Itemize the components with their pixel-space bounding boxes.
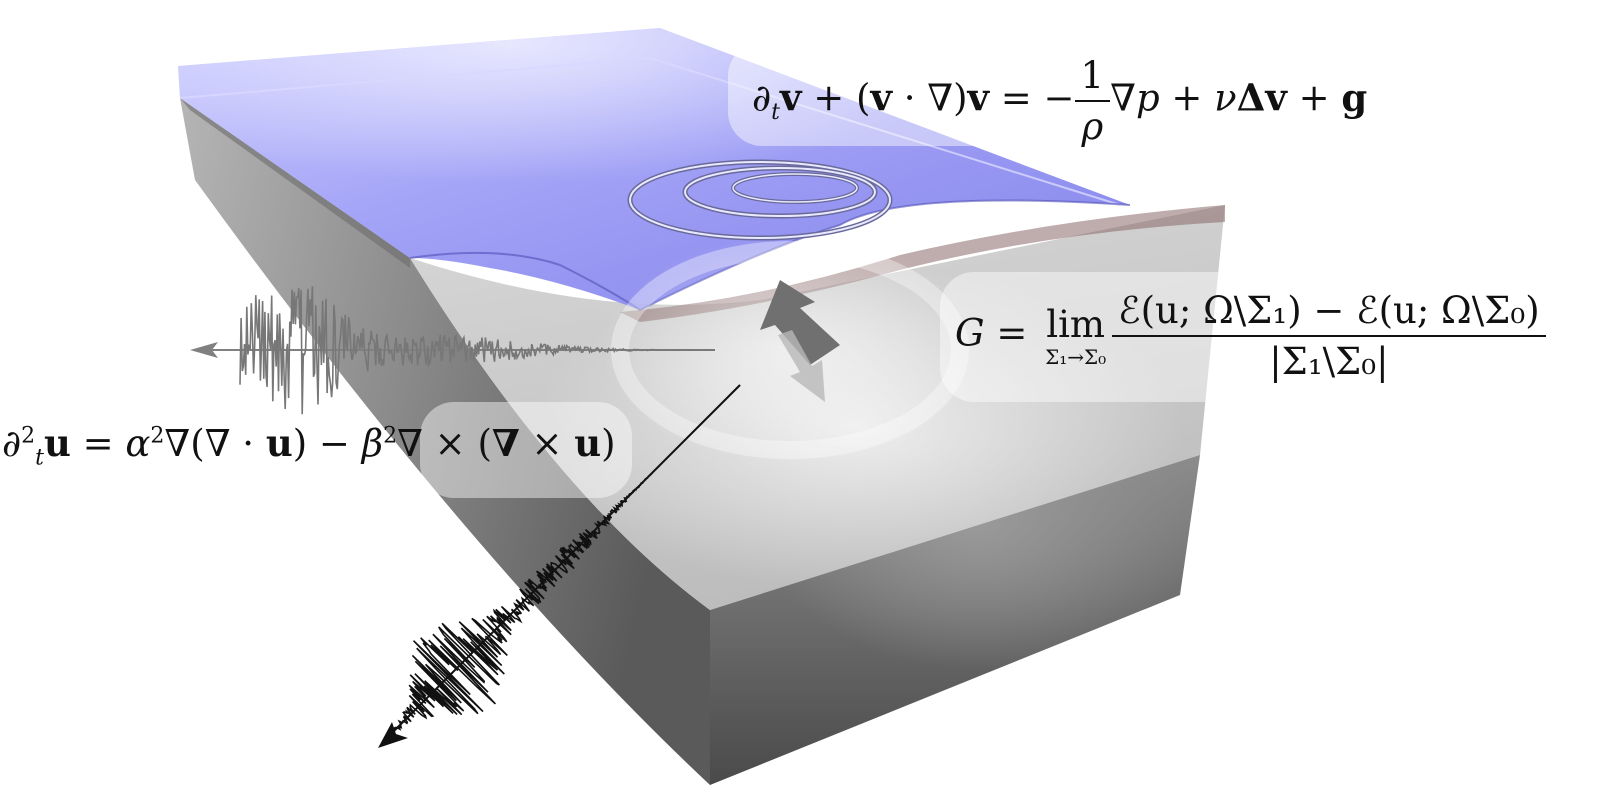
water-highlight xyxy=(178,28,1130,310)
seismogram-horizontal xyxy=(239,286,715,415)
left-top-edge xyxy=(180,98,410,268)
front-lower-highlight xyxy=(710,455,1200,785)
navier-stokes-backdrop xyxy=(728,42,1368,146)
water-surface-line xyxy=(179,56,1121,206)
ripple-rings-icon xyxy=(627,159,893,241)
seismogram-diagonal xyxy=(393,384,741,731)
slip-arrow-icon xyxy=(760,280,840,402)
elastic-wave-backdrop xyxy=(420,402,632,498)
griffith-backdrop xyxy=(940,272,1570,402)
elastic-wave-equation: ∂2tu = α2∇(∇ · u) − β2∇ × (∇ × u) xyxy=(2,421,616,471)
curved-left-face xyxy=(180,98,710,785)
